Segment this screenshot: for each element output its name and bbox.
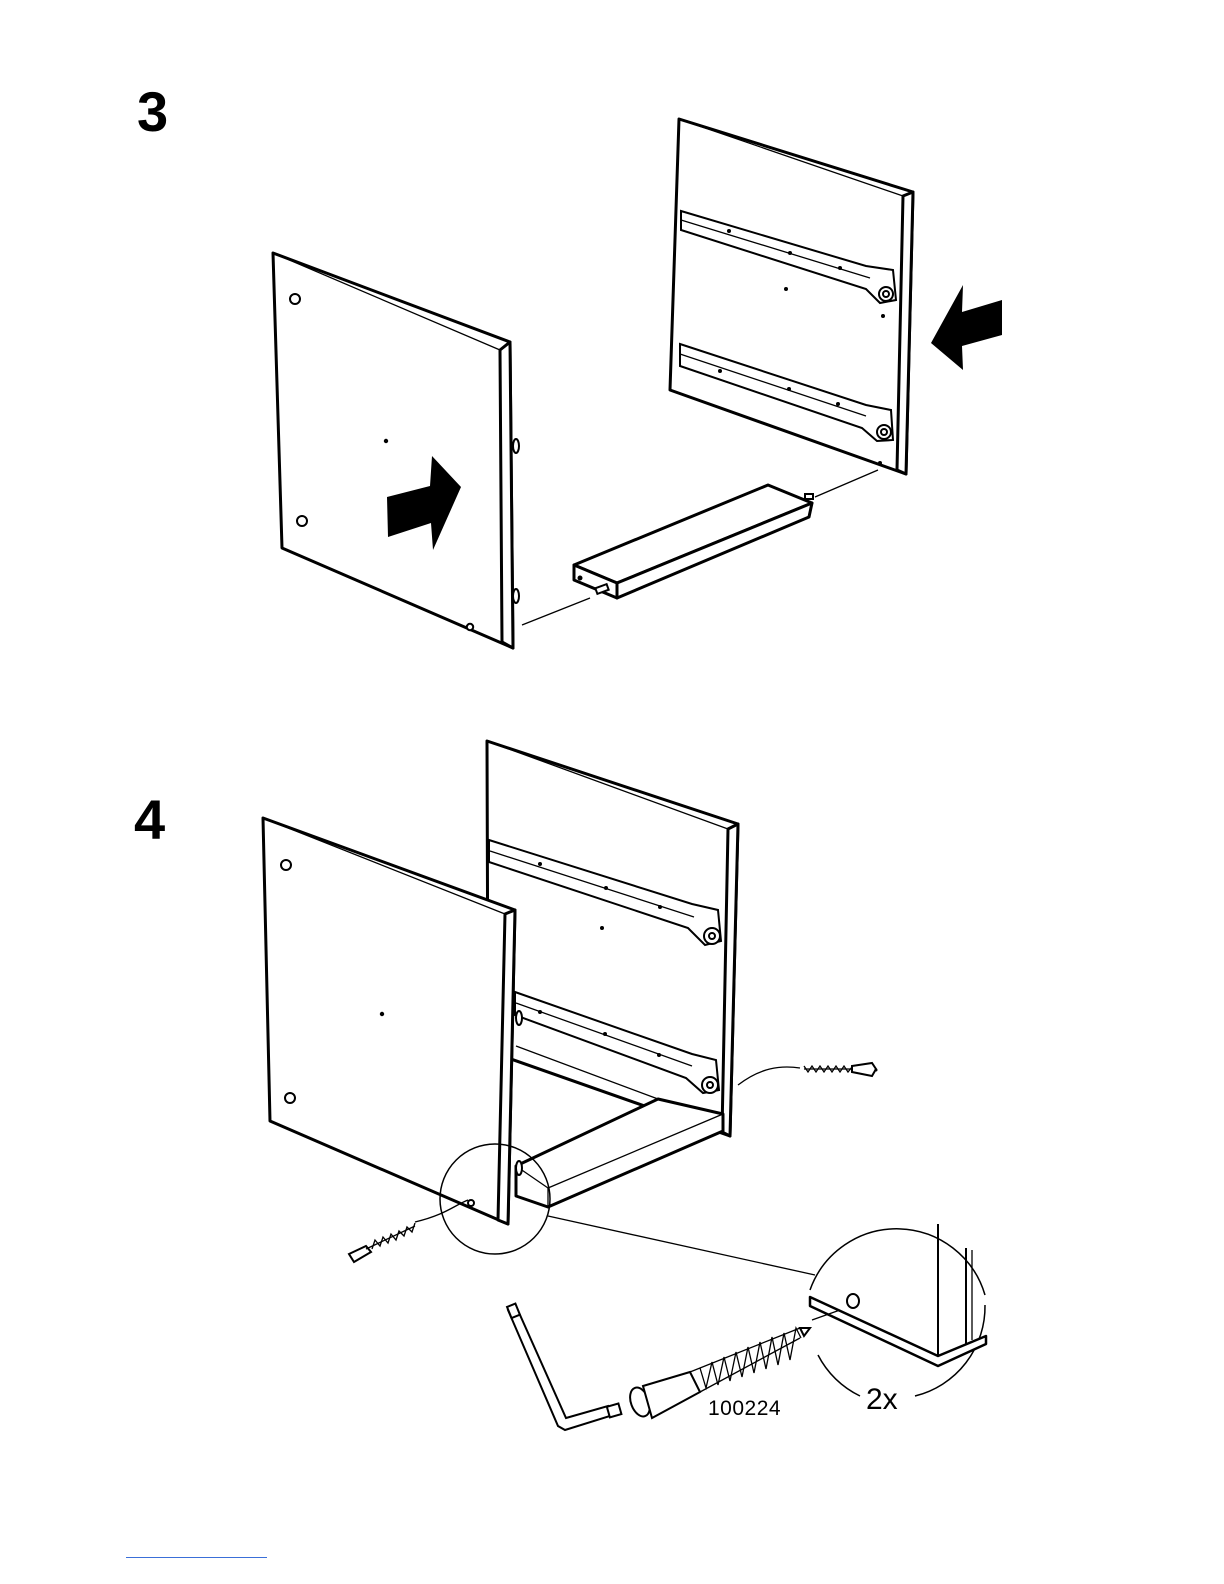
bottom-rail <box>522 470 878 625</box>
screw-part-number: 100224 <box>708 1397 781 1421</box>
step-3-illustration <box>273 119 1002 648</box>
left-side-panel <box>263 818 522 1224</box>
cam-hole-icon <box>297 516 307 526</box>
right-side-panel <box>487 741 738 1136</box>
allen-key-icon <box>507 1304 621 1430</box>
step-4-illustration <box>263 741 986 1430</box>
right-side-panel <box>670 119 913 474</box>
cam-hole-icon <box>290 294 300 304</box>
quantity-label: 2x <box>866 1383 898 1417</box>
footer-rule <box>126 1557 267 1558</box>
push-arrow-icon <box>931 285 1002 370</box>
screw-icon <box>738 1063 878 1085</box>
left-side-panel <box>273 253 519 648</box>
